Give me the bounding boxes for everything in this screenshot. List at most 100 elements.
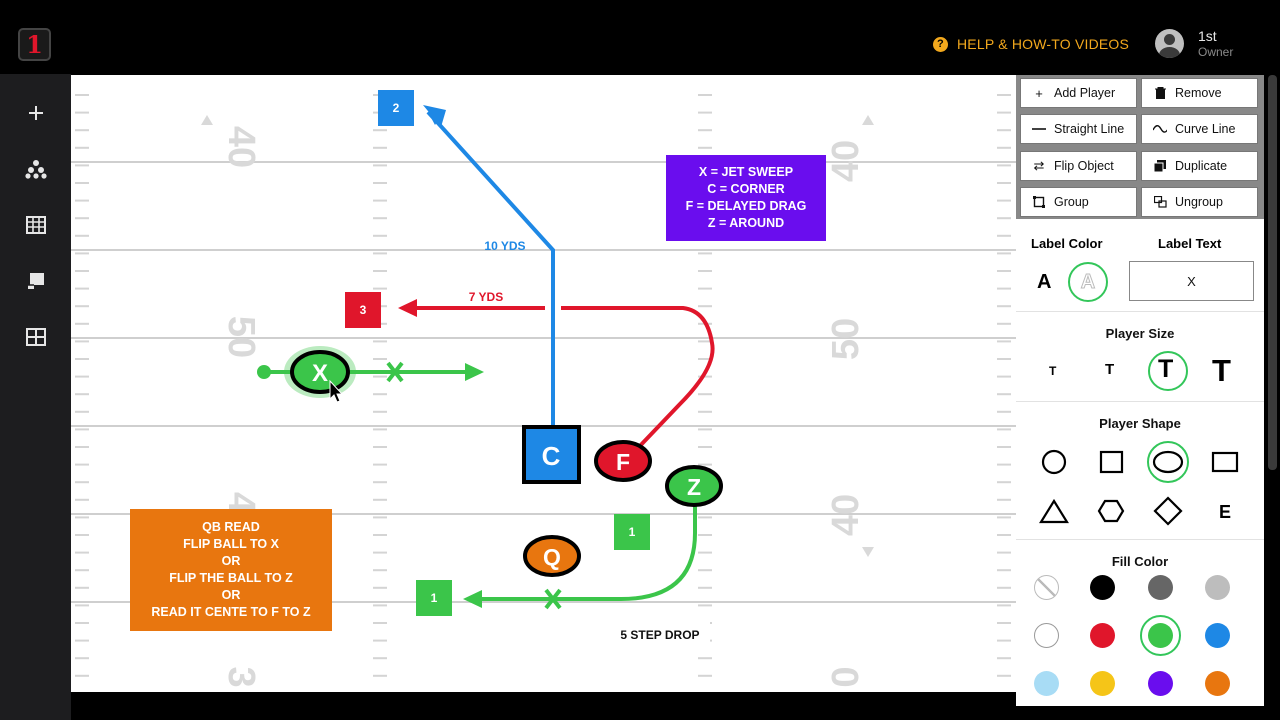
top-bar: 1 ? HELP & HOW-TO VIDEOS 1st Owner (0, 0, 1280, 74)
shape-ellipse-icon[interactable] (1152, 450, 1184, 474)
qb-note-line: FLIP THE BALL TO Z (169, 571, 293, 585)
flip-icon: ⇄ (1033, 157, 1045, 173)
fill-selected-ring (1140, 615, 1181, 656)
play-field[interactable]: 40 50 40 3 40 50 40 0 (71, 75, 1016, 692)
ungroup-button[interactable]: Ungroup (1141, 186, 1258, 217)
avatar[interactable] (1155, 29, 1184, 58)
shape-e-icon[interactable]: E (1219, 502, 1231, 522)
left-toolbar (0, 74, 71, 720)
x-route-arrow (465, 363, 484, 381)
shape-rectangle-icon[interactable] (1211, 451, 1239, 473)
fill-swatch[interactable] (1034, 575, 1059, 600)
route-marker-1b[interactable] (416, 580, 452, 616)
app-logo[interactable]: 1 (18, 28, 51, 61)
player-size-xs[interactable]: T (1049, 364, 1057, 378)
fill-swatch[interactable] (1205, 671, 1230, 696)
shape-square-icon[interactable] (1099, 450, 1124, 474)
route-label-10yds: 10 YDS (484, 239, 525, 253)
fill-swatch[interactable] (1205, 623, 1230, 648)
player-size-sm[interactable]: T (1105, 361, 1115, 378)
z-route[interactable] (476, 503, 697, 601)
fill-swatch[interactable] (1090, 671, 1115, 696)
group-icon (1032, 195, 1046, 208)
label-text-input[interactable]: X (1129, 261, 1254, 301)
layout-icon[interactable] (23, 324, 49, 350)
route-marker-3[interactable] (345, 292, 381, 328)
player-q[interactable] (523, 535, 581, 577)
tool-label: Straight Line (1054, 122, 1125, 137)
curve-line-button[interactable]: Curve Line (1141, 114, 1258, 145)
player-c[interactable] (522, 425, 581, 484)
fill-color-title: Fill Color (1111, 554, 1169, 569)
fill-swatch[interactable] (1090, 623, 1115, 648)
legend-box[interactable] (666, 155, 826, 241)
help-label: HELP & HOW-TO VIDEOS (957, 36, 1130, 52)
remove-button[interactable]: Remove (1141, 78, 1258, 108)
player-size-md[interactable]: T (1158, 355, 1174, 383)
player-z[interactable] (665, 465, 723, 507)
player-z-label: Z (687, 474, 701, 500)
tool-label: Remove (1175, 86, 1222, 100)
label-color-black[interactable]: A (1037, 271, 1052, 293)
fill-swatch[interactable] (1034, 671, 1059, 696)
c-route-arrow (423, 105, 446, 127)
fill-swatch[interactable] (1148, 671, 1173, 696)
player-size-lg[interactable]: T (1212, 353, 1231, 388)
tool-grid: +Add Player Remove Straight Line Curve L… (1016, 75, 1264, 219)
formation-icon[interactable] (23, 156, 49, 182)
panel-scrollbar[interactable] (1266, 75, 1280, 706)
player-c-label: C (542, 441, 561, 471)
yard-number: 40 (825, 140, 867, 182)
fill-swatch[interactable] (1148, 575, 1173, 600)
qb-note-line: OR (222, 588, 241, 602)
route-marker-1[interactable] (614, 514, 650, 550)
add-icon[interactable] (23, 100, 49, 126)
fill-swatch[interactable] (1090, 575, 1115, 600)
group-button[interactable]: Group (1020, 186, 1137, 217)
scroll-icon[interactable] (23, 268, 49, 294)
yard-number: 3 (220, 666, 262, 687)
route-marker-2[interactable] (378, 90, 414, 126)
grid-icon[interactable] (23, 212, 49, 238)
f-route[interactable] (561, 306, 715, 451)
player-x[interactable] (290, 350, 350, 394)
label-text-title: Label Text (1158, 236, 1222, 251)
yard-number: 40 (825, 494, 867, 536)
route-marker-3-label: 3 (360, 303, 367, 317)
tool-label: Duplicate (1175, 158, 1228, 173)
player-f[interactable] (594, 440, 652, 482)
label-color-white[interactable]: A (1068, 262, 1108, 302)
qb-note-line: FLIP BALL TO X (183, 537, 280, 551)
flip-object-button[interactable]: ⇄Flip Object (1020, 150, 1137, 181)
help-link[interactable]: ? HELP & HOW-TO VIDEOS (933, 36, 1129, 52)
legend-line: C = CORNER (707, 182, 784, 196)
ungroup-icon (1153, 195, 1167, 208)
straight-line-button[interactable]: Straight Line (1020, 114, 1137, 145)
qb-note-line: OR (222, 554, 241, 568)
legend-line: Z = AROUND (708, 216, 784, 230)
shape-circle-icon[interactable] (1041, 449, 1067, 475)
user-role: Owner (1198, 45, 1234, 59)
scrollbar-thumb[interactable] (1268, 75, 1277, 470)
question-circle-icon: ? (933, 36, 948, 52)
player-x-label: X (312, 360, 328, 387)
c-route[interactable] (426, 110, 555, 427)
shape-triangle-icon[interactable] (1039, 498, 1069, 524)
mouse-cursor-icon (329, 379, 344, 403)
properties-panel: +Add Player Remove Straight Line Curve L… (1016, 75, 1264, 706)
add-player-button[interactable]: +Add Player (1020, 78, 1137, 108)
shape-diamond-icon[interactable] (1153, 496, 1183, 526)
user-name: 1st (1198, 28, 1217, 44)
yard-number: 0 (825, 666, 867, 687)
duplicate-button[interactable]: Duplicate (1141, 150, 1258, 181)
player-size-title: Player Size (1105, 326, 1175, 341)
shape-hexagon-icon[interactable] (1097, 499, 1125, 523)
f-route-arrow (398, 299, 417, 317)
fill-swatch[interactable] (1205, 575, 1230, 600)
legend-line: F = DELAYED DRAG (686, 199, 807, 213)
curve-line-icon (1153, 124, 1167, 134)
qb-note-line: QB READ (202, 520, 260, 534)
fill-swatch[interactable] (1034, 623, 1059, 648)
plus-icon: + (1035, 85, 1043, 101)
qb-read-box[interactable] (130, 509, 332, 631)
